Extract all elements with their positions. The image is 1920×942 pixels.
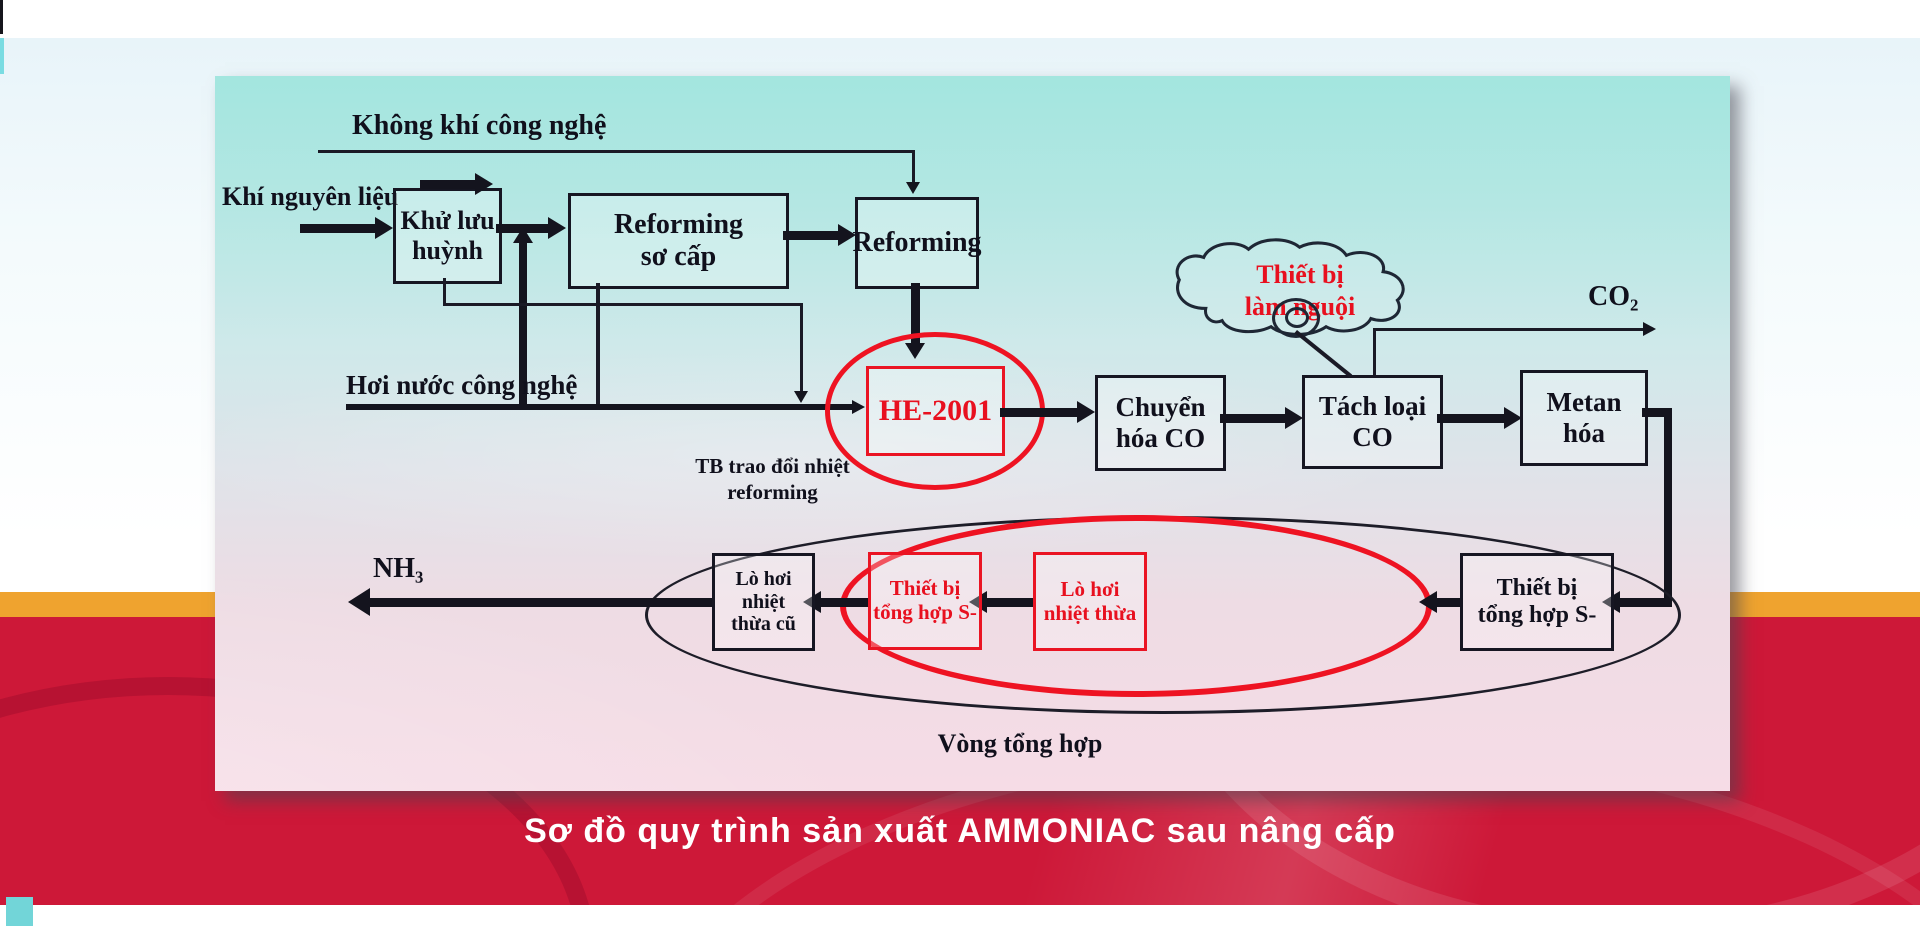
unit-label: Khử lưu: [400, 206, 495, 236]
recycle-line: [443, 303, 803, 306]
unit-label: HE-2001: [878, 393, 993, 427]
unit-co-removal: Tách loại CO: [1302, 375, 1443, 469]
nh3-label: NH₃: [373, 553, 424, 584]
loop-arrow: [1437, 598, 1460, 607]
steam-line: [346, 404, 852, 410]
unit-label: Chuyển: [1115, 392, 1206, 423]
arrowhead-icon: [1419, 591, 1437, 613]
loop-arrow: [987, 598, 1033, 607]
he-note-line2: reforming: [727, 480, 818, 505]
arrowhead-icon: [1504, 407, 1522, 429]
unit-label: Metan: [1546, 387, 1622, 418]
unit-waste-heat-boiler-old: Lò hơi nhiệt thừa cũ: [712, 553, 815, 651]
unit-label: tổng hợp S-: [1477, 602, 1597, 628]
down-to-loop-line: [1664, 408, 1672, 606]
arrowhead-icon: [969, 591, 987, 613]
feed-gas-label: Khí nguyên liệu: [222, 182, 399, 211]
co2-riser: [1373, 330, 1376, 375]
cloud-tail-circle-inner: [1285, 307, 1309, 328]
steam-label: Hơi nước công nghệ: [346, 370, 578, 400]
arrowhead-icon: [906, 182, 920, 194]
removal-to-methanation-arrow: [1437, 414, 1508, 423]
steam-riser: [519, 242, 527, 405]
bypass-arrow: [420, 180, 475, 189]
diagram-panel: Không khí công nghệ Khí nguyên liệu Khử …: [215, 76, 1730, 791]
arrowhead-icon: [548, 217, 566, 239]
bottom-white-strip: [0, 905, 1920, 942]
cooler-cloud-icon: [1175, 238, 1405, 336]
unit-desulfurization: Khử lưu huỳnh: [393, 188, 502, 284]
unit-label: Tách loại: [1318, 391, 1427, 422]
recycle-line: [800, 303, 803, 393]
recycle-line: [443, 278, 446, 305]
arrowhead-icon: [838, 224, 856, 246]
loop-arrow: [821, 598, 868, 607]
unit-methanation: Metan hóa: [1520, 370, 1648, 466]
unit-label: Lò hơi nhiệt: [735, 567, 792, 613]
synthesis-loop-label: Vòng tổng hợp: [937, 729, 1103, 758]
unit-primary-reformer: Reforming sơ cấp: [568, 193, 789, 289]
co2-label: CO₂: [1588, 281, 1639, 312]
unit-label: nhiệt thừa: [1043, 600, 1137, 625]
unit-label: sơ cấp: [640, 241, 717, 272]
arrowhead-icon: [1643, 322, 1656, 336]
unit-he2001: HE-2001: [866, 366, 1005, 456]
feed-arrow: [300, 224, 376, 233]
primary-to-secondary-arrow: [783, 231, 838, 240]
arrowhead-icon: [1285, 407, 1303, 429]
he-note-line1: TB trao đổi nhiệt: [695, 454, 850, 478]
arrowhead-icon: [513, 227, 533, 243]
figure-caption: Sơ đồ quy trình sản xuất AMMONIAC sau nâ…: [524, 812, 1396, 850]
unit-label: tổng hợp S-: [873, 600, 977, 624]
nh3-arrow: [370, 598, 712, 607]
unit-label: Reforming: [613, 209, 744, 241]
arrowhead-icon: [348, 588, 370, 616]
air-line: [318, 150, 915, 153]
unit-waste-heat-boiler-new: Lò hơi nhiệt thừa: [1033, 552, 1147, 651]
arrowhead-icon: [375, 217, 393, 239]
unit-label: Lò hơi: [1060, 576, 1120, 601]
unit-label: thừa cũ: [731, 613, 796, 636]
he-note: TB trao đổi nhiệt reforming: [635, 453, 910, 506]
co2-line: [1373, 328, 1643, 331]
reformer-steam-line: [596, 283, 600, 405]
left-edge-teal-strip: [0, 38, 4, 74]
shift-to-removal-arrow: [1220, 414, 1288, 423]
unit-secondary-reformer: Reforming: [852, 197, 982, 289]
unit-label: Reforming: [852, 227, 982, 259]
arrowhead-icon: [475, 173, 493, 195]
cloud-label-line1: Thiết bị: [1256, 260, 1344, 289]
unit-label: hóa CO: [1115, 423, 1206, 453]
left-edge-sliver: [0, 0, 3, 34]
teal-accent-square: [6, 897, 33, 926]
arrowhead-icon: [1077, 401, 1095, 423]
unit-label: huỳnh: [412, 236, 483, 265]
unit-label: Thiết bị: [1496, 574, 1578, 601]
unit-label: CO: [1352, 422, 1393, 452]
unit-label: Thiết bị: [889, 576, 961, 601]
methanation-exit-line: [1642, 408, 1672, 417]
unit-synthesis: Thiết bị tổng hợp S-: [1460, 553, 1614, 651]
cloud-tail-circle: [1272, 298, 1320, 338]
he-to-shift-arrow: [1000, 408, 1082, 417]
unit-label: hóa: [1562, 418, 1606, 448]
reformer-to-he-arrow: [911, 283, 920, 345]
air-line-drop: [912, 150, 915, 186]
unit-synthesis-new: Thiết bị tổng hợp S-: [868, 552, 982, 650]
unit-co-shift: Chuyển hóa CO: [1095, 375, 1226, 471]
air-label: Không khí công nghệ: [352, 110, 607, 141]
arrowhead-icon: [794, 391, 808, 403]
